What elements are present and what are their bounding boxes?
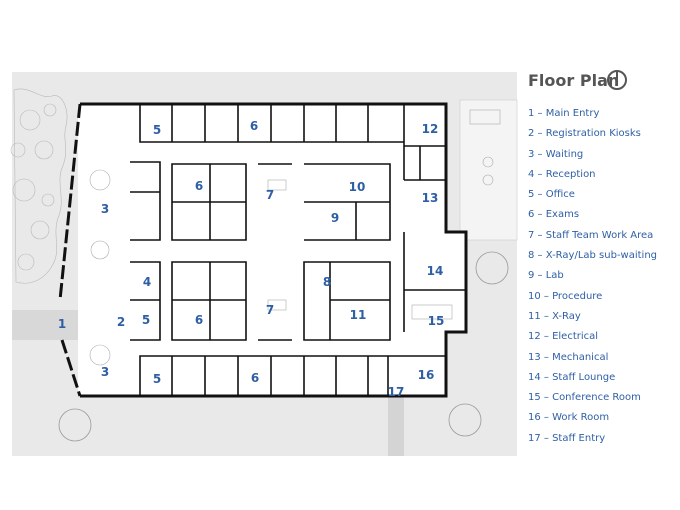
room-number: 6 (250, 119, 258, 133)
legend-item: 10 – Procedure (528, 290, 603, 302)
legend-title: Floor Plan (528, 71, 620, 90)
legend-item: 16 – Work Room (528, 412, 610, 424)
interior-walls (130, 104, 466, 396)
room-number: 9 (331, 211, 339, 225)
room-number: 4 (143, 275, 151, 289)
room-number: 14 (427, 264, 444, 278)
legend-item: 13 – Mechanical (528, 351, 609, 363)
room-number: 5 (142, 313, 150, 327)
legend: Floor Plan 1 – Main Entry 2 – Registrati… (528, 66, 673, 449)
legend-item: 17 – Staff Entry (528, 432, 606, 444)
legend-item: 6 – Exams (528, 209, 580, 221)
entry-walkway (12, 310, 82, 340)
legend-item: 5 – Office (528, 189, 575, 201)
room-number: 6 (195, 313, 203, 327)
tree (58, 408, 92, 442)
building-footprint (78, 104, 446, 396)
legend-item: 8 – X-Ray/Lab sub-waiting (528, 250, 658, 262)
room-number: 6 (195, 179, 203, 193)
room-number: 12 (422, 122, 439, 136)
exterior-walls (58, 102, 468, 398)
exterior-paving (459, 99, 518, 241)
legend-item: 2 – Registration Kiosks (528, 128, 641, 140)
room-number: 13 (422, 191, 439, 205)
room-number: 8 (323, 275, 331, 289)
legend-item: 7 – Staff Team Work Area (528, 229, 654, 241)
floor-plan: 1 2 3 3 4 5 5 5 6 6 6 6 7 7 8 9 10 11 12… (10, 72, 518, 456)
room-number: 11 (350, 308, 367, 322)
legend-list: 1 – Main Entry 2 – Registration Kiosks 3… (528, 104, 673, 449)
legend-item: 1 – Main Entry (528, 108, 600, 119)
furniture (89, 109, 501, 366)
landscape (10, 88, 68, 284)
building-annex (404, 232, 466, 332)
power-icon (607, 70, 627, 90)
legend-item: 14 – Staff Lounge (528, 371, 616, 383)
room-number: 1 (58, 317, 66, 331)
legend-item: 12 – Electrical (528, 331, 599, 343)
room-number: 2 (117, 315, 125, 329)
legend-item: 9 – Lab (528, 270, 564, 282)
room-number: 3 (101, 202, 109, 216)
room-number: 7 (266, 303, 274, 317)
legend-item: 11 – X-Ray (528, 310, 581, 322)
staff-walkway (388, 396, 404, 456)
room-number: 15 (428, 314, 445, 328)
tree (448, 403, 482, 437)
legend-item: 4 – Reception (528, 168, 596, 180)
room-number: 10 (349, 180, 366, 194)
room-number: 16 (418, 368, 435, 382)
legend-item: 3 – Waiting (528, 148, 584, 160)
room-number: 3 (101, 365, 109, 379)
room-number: 7 (266, 188, 274, 202)
room-number: 17 (388, 385, 405, 399)
room-number: 6 (251, 371, 259, 385)
room-number: 5 (153, 123, 161, 137)
tree (475, 251, 509, 285)
legend-item: 15 – Conference Room (528, 392, 641, 404)
room-number: 5 (153, 372, 161, 386)
